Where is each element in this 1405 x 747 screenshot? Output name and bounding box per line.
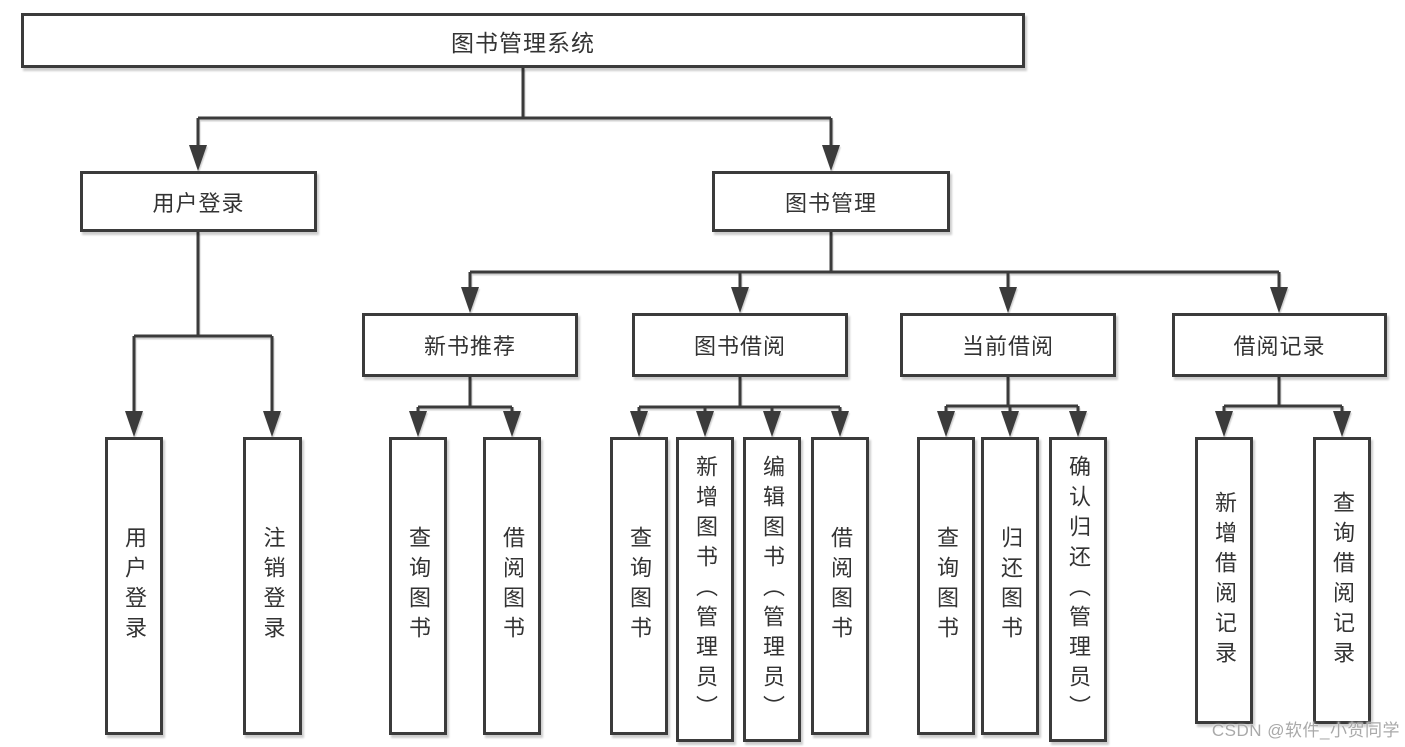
leaf-query-books-borrowing: 查询图书 — [610, 437, 668, 735]
node-user-login: 用户登录 — [80, 171, 317, 232]
arrowhead-icon — [409, 411, 427, 437]
arrowhead-icon — [1069, 411, 1087, 437]
arrowhead-icon — [263, 411, 281, 437]
csdn-watermark: CSDN @软件_小贺同学 — [1211, 721, 1400, 740]
leaf-query-borrow-record: 查询借阅记录 — [1313, 437, 1371, 724]
leaf-edit-books-admin: 编辑图书（管理员） — [743, 437, 801, 742]
arrowhead-icon — [831, 411, 849, 437]
arrowhead-icon — [1215, 411, 1233, 437]
node-current-borrowing: 当前借阅 — [900, 313, 1116, 377]
node-borrowing-records: 借阅记录 — [1172, 313, 1387, 377]
leaf-borrow-books-recommend: 借阅图书 — [483, 437, 541, 735]
arrowhead-icon — [1001, 411, 1019, 437]
arrowhead-icon — [189, 145, 207, 171]
arrowhead-icon — [503, 411, 521, 437]
arrowhead-icon — [763, 411, 781, 437]
node-book-management: 图书管理 — [712, 171, 950, 232]
leaf-confirm-return-admin: 确认归还（管理员） — [1049, 437, 1107, 742]
leaf-query-books-recommend: 查询图书 — [389, 437, 447, 735]
leaf-add-borrow-record: 新增借阅记录 — [1195, 437, 1253, 724]
arrowhead-icon — [461, 287, 479, 313]
leaf-add-books-admin: 新增图书（管理员） — [676, 437, 734, 742]
arrowhead-icon — [630, 411, 648, 437]
leaf-logout: 注销登录 — [243, 437, 302, 735]
node-library-management-system: 图书管理系统 — [21, 13, 1025, 68]
leaf-return-books: 归还图书 — [981, 437, 1039, 735]
leaf-user-login: 用户登录 — [105, 437, 163, 735]
leaf-query-books-current: 查询图书 — [917, 437, 975, 735]
arrowhead-icon — [1270, 287, 1288, 313]
arrowhead-icon — [999, 287, 1017, 313]
node-new-book-recommendation: 新书推荐 — [362, 313, 578, 377]
arrowhead-icon — [696, 411, 714, 437]
arrowhead-icon — [937, 411, 955, 437]
node-book-borrowing: 图书借阅 — [632, 313, 848, 377]
arrowhead-icon — [125, 411, 143, 437]
arrowhead-icon — [731, 287, 749, 313]
arrowhead-icon — [822, 145, 840, 171]
leaf-borrow-books: 借阅图书 — [811, 437, 869, 735]
arrowhead-icon — [1333, 411, 1351, 437]
